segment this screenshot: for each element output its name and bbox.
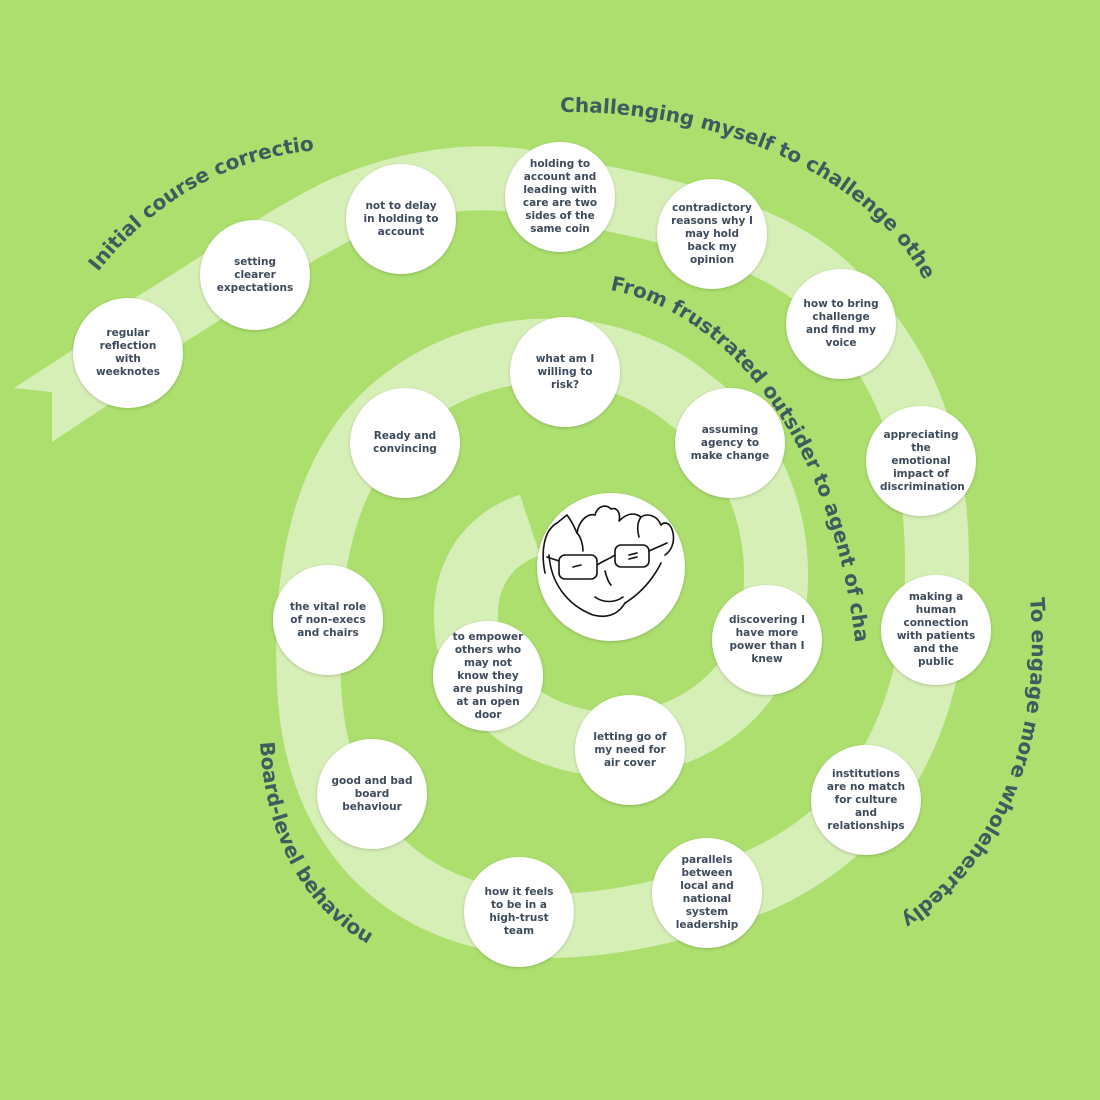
node-label: the vital role of non-execs and chairs bbox=[289, 600, 367, 639]
node-label: institutions are no match for culture an… bbox=[826, 767, 906, 832]
node-label: how to bring challenge and find my voice bbox=[803, 298, 879, 349]
node-label: assuming agency to make change bbox=[690, 423, 770, 462]
node-non-execs: the vital role of non-execs and chairs bbox=[273, 565, 383, 675]
node-label: holding to account and leading with care… bbox=[522, 158, 598, 235]
node-label: how it feels to be in a high-trust team bbox=[484, 886, 554, 937]
node-ready-convincing: Ready and convincing bbox=[350, 388, 460, 498]
center-portrait bbox=[537, 493, 685, 641]
node-label: appreciating the emotional impact of dis… bbox=[880, 428, 965, 493]
node-find-my-voice: how to bring challenge and find my voice bbox=[786, 269, 896, 379]
node-label: parallels between local and national sys… bbox=[675, 854, 739, 931]
spiral-band bbox=[84, 146, 970, 958]
node-willing-to-risk: what am I willing to risk? bbox=[510, 317, 620, 427]
node-label: setting clearer expectations bbox=[216, 255, 294, 294]
node-board-behaviour: good and bad board behaviour bbox=[317, 739, 427, 849]
node-open-door: to empower others who may not know they … bbox=[433, 621, 543, 731]
node-label: what am I willing to risk? bbox=[535, 352, 595, 391]
node-emotional-impact: appreciating the emotional impact of dis… bbox=[866, 406, 976, 516]
node-more-power: discovering I have more power than I kne… bbox=[712, 585, 822, 695]
node-label: contradictory reasons why I may hold bac… bbox=[671, 201, 753, 266]
node-two-sides-coin: holding to account and leading with care… bbox=[505, 142, 615, 252]
node-human-connection: making a human connection with patients … bbox=[881, 575, 991, 685]
node-assuming-agency: assuming agency to make change bbox=[675, 388, 785, 498]
node-not-delay: not to delay in holding to account bbox=[346, 164, 456, 274]
node-label: Ready and convincing bbox=[373, 430, 437, 455]
node-label: regular reflection with weeknotes bbox=[95, 327, 160, 378]
node-air-cover: letting go of my need for air cover bbox=[575, 695, 685, 805]
node-high-trust-team: how it feels to be in a high-trust team bbox=[464, 857, 574, 967]
node-label: making a human connection with patients … bbox=[896, 591, 976, 668]
node-label: letting go of my need for air cover bbox=[593, 730, 667, 769]
node-expectations: setting clearer expectations bbox=[200, 220, 310, 330]
node-label: not to delay in holding to account bbox=[363, 199, 439, 238]
node-institutions: institutions are no match for culture an… bbox=[811, 745, 921, 855]
node-contradictory-reasons: contradictory reasons why I may hold bac… bbox=[657, 179, 767, 289]
node-weeknotes: regular reflection with weeknotes bbox=[73, 298, 183, 408]
node-label: discovering I have more power than I kne… bbox=[728, 614, 806, 665]
node-parallels: parallels between local and national sys… bbox=[652, 838, 762, 948]
node-label: to empower others who may not know they … bbox=[452, 630, 524, 721]
node-label: good and bad board behaviour bbox=[331, 774, 413, 813]
face-portrait-icon bbox=[542, 505, 675, 618]
